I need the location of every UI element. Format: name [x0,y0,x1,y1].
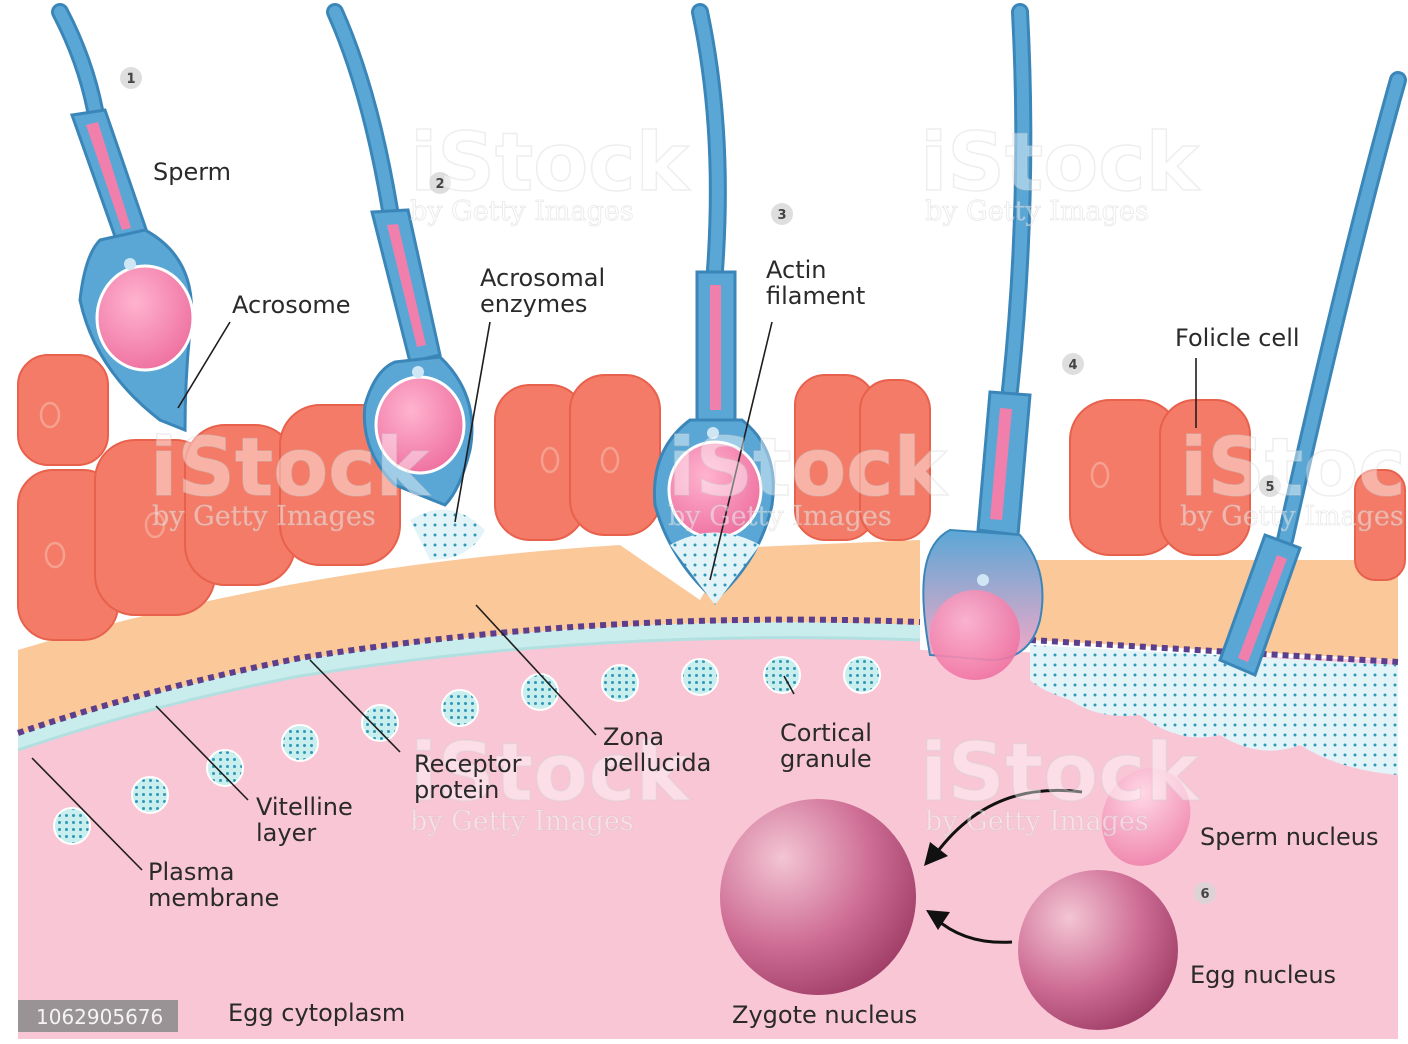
svg-text:by Getty Images: by Getty Images [410,806,634,837]
label-vitelline-layer-2: layer [256,819,316,847]
label-actin-filament-1: Actin [766,256,826,284]
svg-text:by Getty Images: by Getty Images [152,501,376,532]
egg-nucleus [1018,870,1178,1030]
image-id-text: 1062905676 [36,1005,163,1029]
svg-text:by Getty Images: by Getty Images [668,501,892,532]
label-actin-filament-2: filament [766,282,865,310]
label-sperm: Sperm [153,158,231,186]
label-receptor-protein-2: protein [414,776,499,804]
label-acrosomal-enzymes-2: enzymes [480,290,587,318]
label-folicle-cell: Folicle cell [1175,324,1300,352]
label-egg-cytoplasm: Egg cytoplasm [228,999,405,1027]
label-zygote-nucleus: Zygote nucleus [732,1001,917,1029]
svg-text:by Getty Images: by Getty Images [925,806,1149,837]
svg-text:by Getty Images: by Getty Images [925,196,1149,227]
label-acrosome: Acrosome [232,291,351,319]
label-plasma-membrane-1: Plasma [148,858,234,886]
step-3-label: 3 [777,208,786,223]
step-6-label: 6 [1200,887,1209,902]
label-cortical-granule-2: granule [780,745,872,773]
svg-text:1: 1 [126,72,135,87]
label-zona-pellucida-2: pellucida [603,749,711,777]
label-egg-nucleus: Egg nucleus [1190,961,1336,989]
label-sperm-nucleus: Sperm nucleus [1200,823,1378,851]
svg-text:by Getty Images: by Getty Images [1180,501,1404,532]
step-4-label: 4 [1068,358,1077,373]
svg-text:by Getty Images: by Getty Images [410,196,634,227]
label-receptor-protein-1: Receptor [414,750,522,778]
label-vitelline-layer-1: Vitelline [256,793,353,821]
zygote-nucleus [720,799,916,995]
label-cortical-granule-1: Cortical [780,719,872,747]
label-plasma-membrane-2: membrane [148,884,279,912]
label-zona-pellucida-1: Zona [603,723,664,751]
label-acrosomal-enzymes-1: Acrosomal [480,264,605,292]
